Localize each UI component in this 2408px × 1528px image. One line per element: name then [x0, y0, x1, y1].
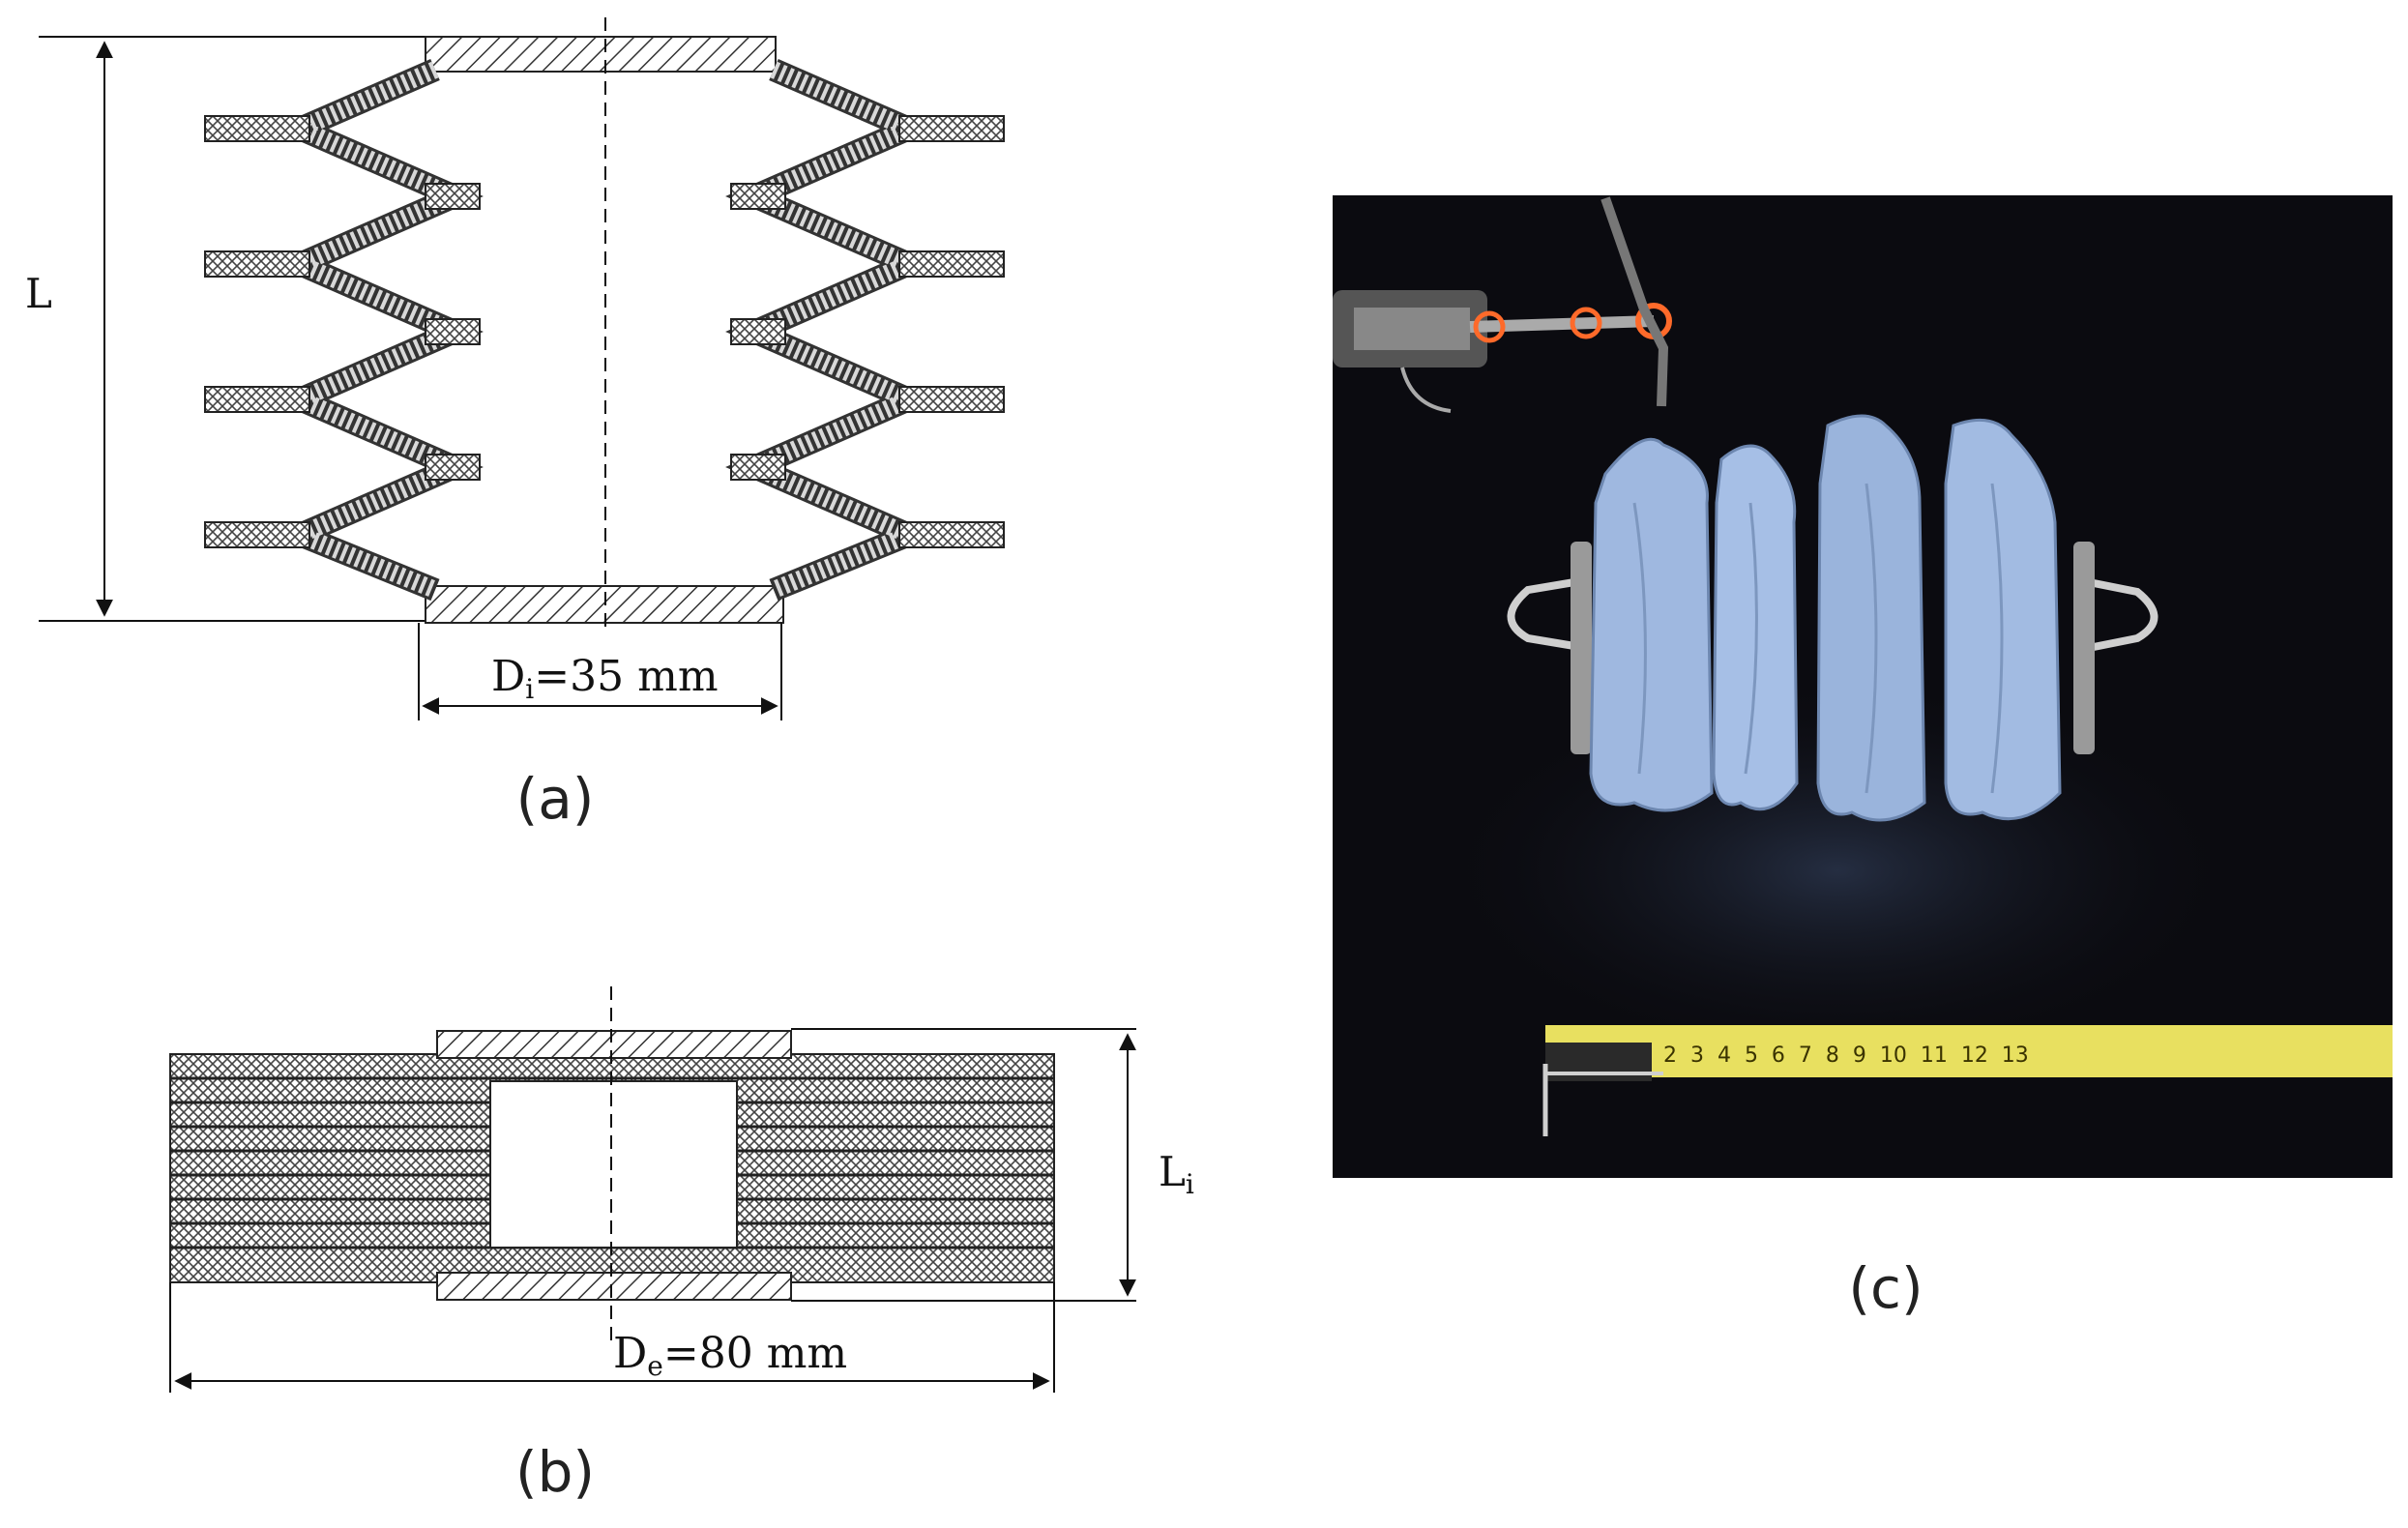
- tube-clamp-2: [1570, 307, 1602, 339]
- fabric-bellows: [1589, 414, 2062, 822]
- caption-a: (a): [516, 766, 595, 832]
- right-bellows-wall: [725, 58, 1003, 602]
- compressed-length-label: Li: [1159, 1148, 1194, 1200]
- panel-b-compressed-drawing: [169, 986, 1136, 1393]
- outer-diameter-label: De=80 mm: [613, 1329, 847, 1382]
- caption-c: (c): [1848, 1255, 1923, 1321]
- outer-fold-blocks: [204, 115, 1005, 548]
- inner-diameter-label: Di=35 mm: [491, 652, 719, 705]
- air-tube: [1469, 315, 1655, 333]
- right-end-plate: [2073, 542, 2095, 754]
- left-wire-hook: [1507, 576, 1587, 652]
- tube-clamp-1: [1473, 310, 1506, 343]
- compressed-bottom-fitting: [436, 1272, 792, 1301]
- inner-fold-blocks: [425, 183, 786, 481]
- caption-b: (b): [515, 1439, 595, 1505]
- left-end-plate: [1571, 542, 1592, 754]
- tape-strip: [1545, 1025, 2393, 1077]
- top-end-fitting: [425, 36, 777, 73]
- panel-a-bellows-drawing: [39, 17, 1005, 720]
- panel-c-photo: [1333, 195, 2393, 1178]
- measuring-tape: [1542, 1025, 2393, 1136]
- compressed-inner-cavity: [489, 1080, 738, 1249]
- length-label-a: L: [25, 270, 52, 317]
- left-bellows-wall: [206, 58, 484, 602]
- right-wire-hook: [2078, 576, 2158, 654]
- supply-hose: [1600, 196, 1669, 407]
- compressed-top-fitting: [436, 1030, 792, 1059]
- tape-markings: 2 3 4 5 6 7 8 9 10 11 12 13: [1663, 1043, 2029, 1068]
